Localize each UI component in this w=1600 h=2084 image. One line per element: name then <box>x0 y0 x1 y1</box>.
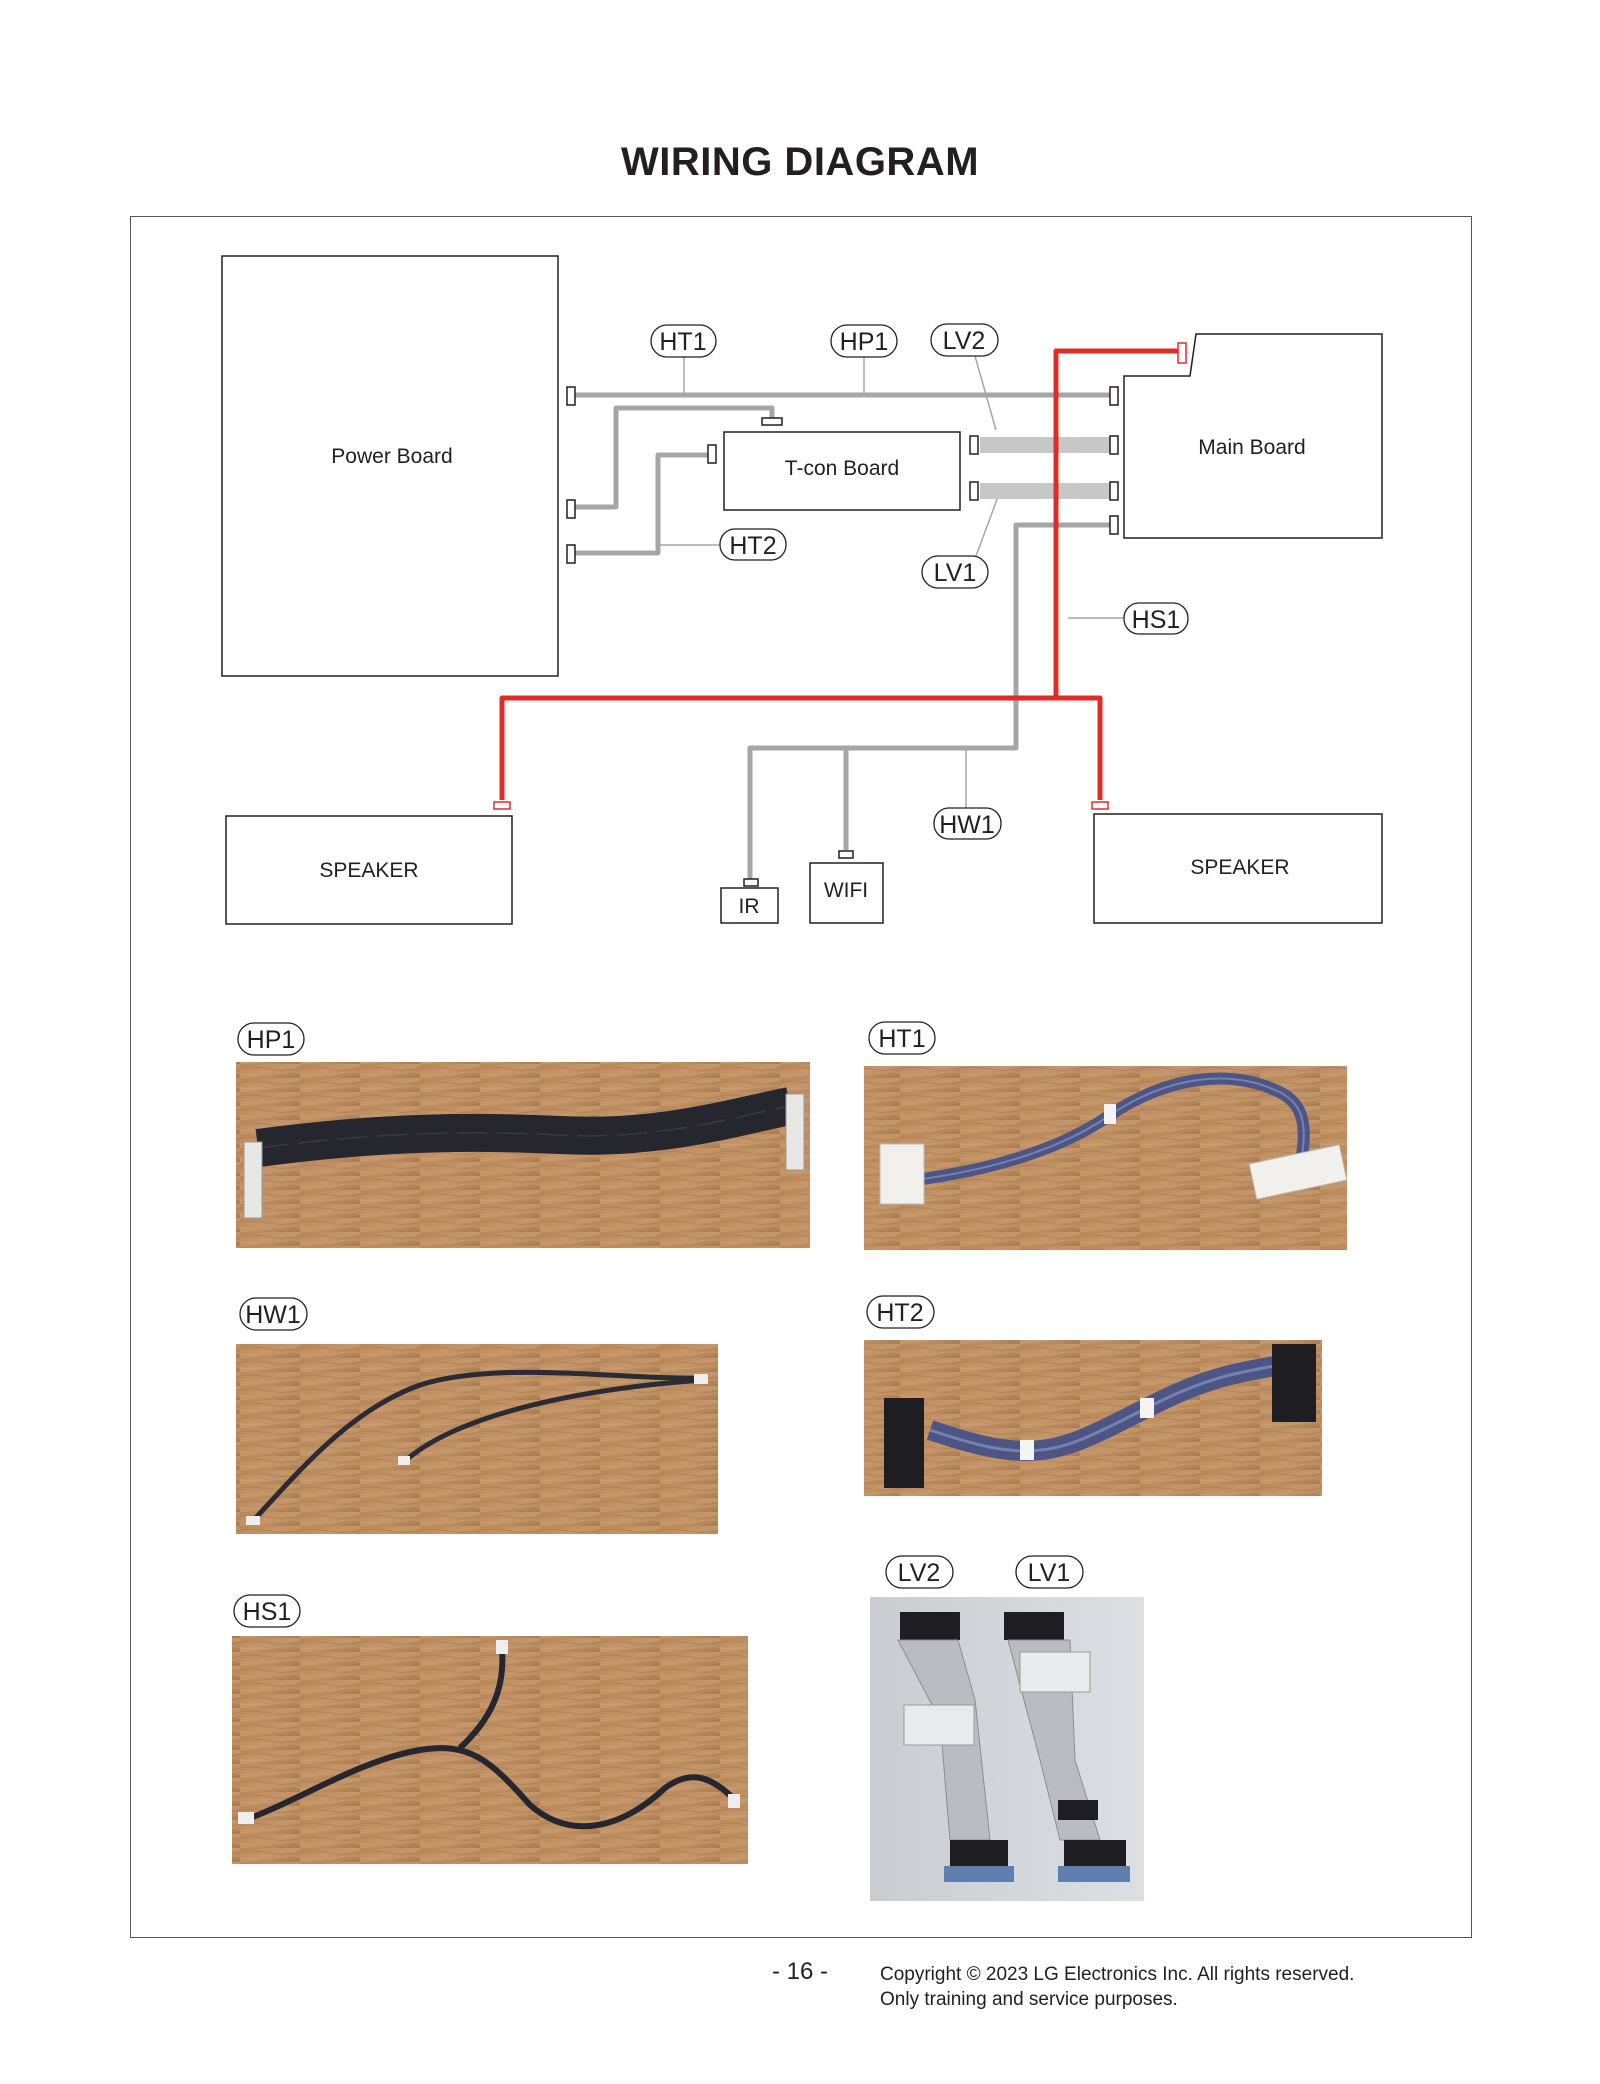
svg-text:HW1: HW1 <box>245 1301 301 1329</box>
svg-text:HT1: HT1 <box>659 328 706 356</box>
ir-receiver <box>720 887 779 924</box>
tcon-board <box>723 431 961 511</box>
photo-tag-ht2: HT2 <box>866 1295 935 1329</box>
connector <box>1109 386 1119 406</box>
speaker-right <box>1093 813 1383 924</box>
svg-text:HS1: HS1 <box>1132 606 1181 634</box>
tag-lv1: LV1 <box>921 555 989 589</box>
svg-text:LV1: LV1 <box>934 559 977 587</box>
photo-tag-hp1: HP1 <box>237 1022 305 1056</box>
connector <box>493 801 511 810</box>
lvds-band-lv2 <box>980 437 1110 453</box>
wire-harness-photo <box>864 1066 1348 1250</box>
page-number: - 16 - <box>771 1958 828 1985</box>
tcon-board-label: T-con Board <box>785 457 899 480</box>
split-cable-photo <box>236 1344 718 1534</box>
speaker-right-label: SPEAKER <box>1190 856 1289 879</box>
svg-text:HT1: HT1 <box>878 1025 925 1053</box>
wifi-module <box>809 862 884 924</box>
tag-hp1: HP1 <box>830 324 898 358</box>
photo-tag-ht1: HT1 <box>868 1021 936 1055</box>
svg-text:HP1: HP1 <box>840 328 889 356</box>
svg-text:HW1: HW1 <box>939 811 995 839</box>
speaker-cable-photo <box>232 1636 748 1864</box>
lvds-band-lv1 <box>980 483 1110 499</box>
wire-ht1 <box>574 405 775 510</box>
page-title: WIRING DIAGRAM <box>620 140 980 184</box>
copyright-line: Copyright © 2023 LG Electronics Inc. All… <box>880 1964 1355 1985</box>
wire-harness-photo <box>864 1340 1322 1496</box>
photo-tag-hw1: HW1 <box>239 1297 308 1331</box>
tag-hw1: HW1 <box>933 807 1002 840</box>
photo-tag-lv1: LV1 <box>1015 1555 1084 1589</box>
connector <box>969 435 979 455</box>
main-board-label: Main Board <box>1198 436 1305 459</box>
photo-tag-lv2: LV2 <box>885 1555 954 1589</box>
connector <box>1177 342 1187 364</box>
connector <box>969 481 979 501</box>
svg-text:HT2: HT2 <box>876 1299 923 1327</box>
tag-ht1: HT1 <box>650 324 717 358</box>
wire-hs1-main <box>1053 348 1178 698</box>
wifi-label: WIFI <box>824 879 868 902</box>
svg-text:LV1: LV1 <box>1028 1559 1071 1587</box>
usage-note: Only training and service purposes. <box>880 1989 1178 2010</box>
diagram-frame <box>130 216 1472 1938</box>
svg-text:HT2: HT2 <box>729 532 776 560</box>
lvds-flat-cable-photo <box>870 1597 1144 1901</box>
power-board-label: Power Board <box>331 445 452 468</box>
svg-text:HS1: HS1 <box>243 1598 292 1626</box>
connector <box>566 386 576 406</box>
connector <box>1091 801 1109 810</box>
connector <box>1109 435 1119 455</box>
speaker-left-label: SPEAKER <box>319 859 418 882</box>
svg-text:HP1: HP1 <box>247 1026 296 1054</box>
ir-label: IR <box>739 895 760 918</box>
copyright-notice: Copyright © 2023 LG Electronics Inc. All… <box>880 1962 1354 2012</box>
svg-text:LV2: LV2 <box>898 1559 941 1587</box>
wire-ht2 <box>574 452 708 556</box>
connector <box>566 544 576 564</box>
connector <box>1109 481 1119 501</box>
connector <box>566 499 576 519</box>
connector <box>761 417 783 426</box>
svg-text:LV2: LV2 <box>943 327 986 355</box>
connector <box>707 444 717 464</box>
photo-tag-hs1: HS1 <box>233 1594 301 1628</box>
connector <box>838 850 854 859</box>
tag-lv2: LV2 <box>930 323 999 357</box>
ribbon-cable-photo <box>236 1062 810 1248</box>
tag-ht2: HT2 <box>719 528 787 561</box>
speaker-left <box>225 815 513 925</box>
wire-hw1 <box>747 522 1110 880</box>
connector <box>1109 515 1119 535</box>
wire-hs1-left <box>499 695 1056 800</box>
connector <box>743 878 759 887</box>
wire-hs1-right <box>1056 695 1103 800</box>
power-board <box>221 255 559 677</box>
main-board <box>1123 333 1383 539</box>
tag-hs1: HS1 <box>1123 602 1189 635</box>
